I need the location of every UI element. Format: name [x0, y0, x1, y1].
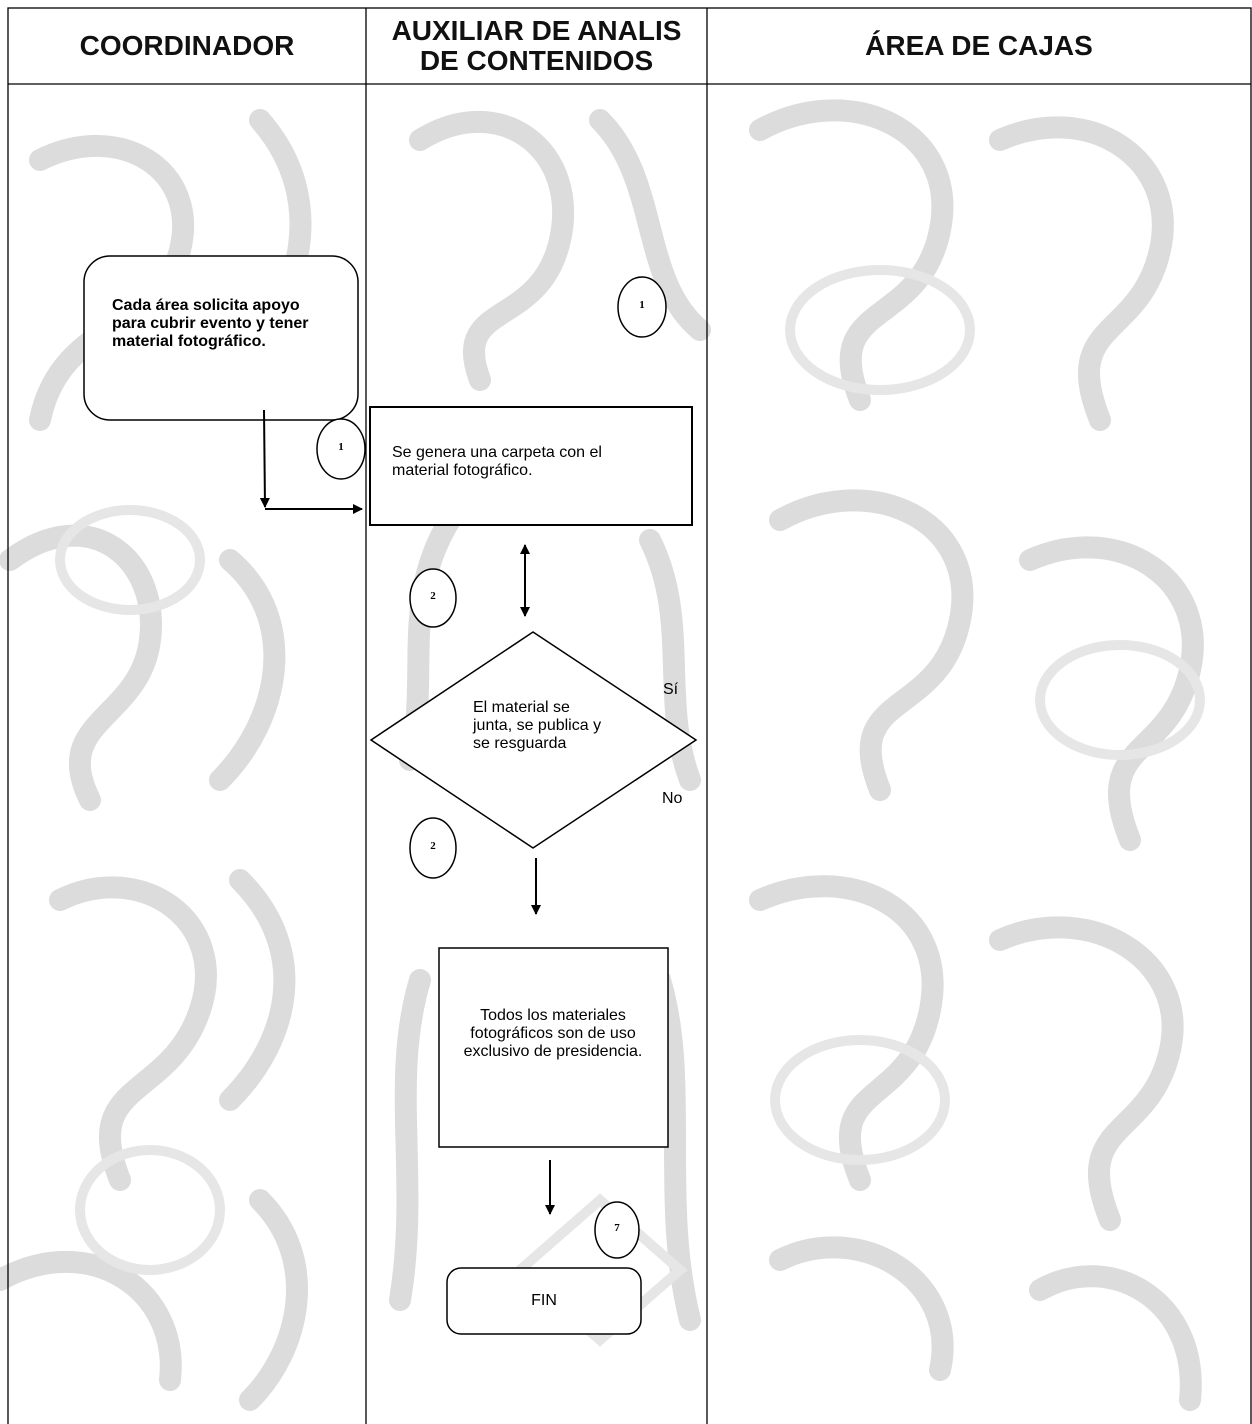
process1-shape	[369, 406, 693, 526]
lane-title-auxiliar-line1: AUXILIAR DE ANALIS	[391, 15, 682, 46]
connector-7-label: 7	[614, 1222, 620, 1234]
connector-2-upper-label: 2	[430, 590, 436, 602]
lane-grid	[7, 7, 1252, 1424]
end-node-text: FIN	[531, 1292, 557, 1309]
decision-no-label: No	[662, 790, 683, 807]
start-node-shape	[83, 255, 359, 421]
decision-yes-label: Sí	[663, 681, 679, 698]
lane-title-auxiliar-line2: DE CONTENIDOS	[419, 45, 654, 76]
lane-title-cajas: ÁREA DE CAJAS	[865, 30, 1093, 61]
process1-text: Se genera una carpeta con el material fo…	[392, 444, 602, 479]
lane-header-auxiliar: AUXILIAR DE ANALIS DE CONTENIDOS	[366, 8, 707, 84]
process2-text: Todos los materiales fotográficos son de…	[463, 1007, 643, 1060]
process2-shape	[438, 947, 669, 1148]
decision-shape	[369, 631, 698, 849]
connector-2-lower-label: 2	[430, 840, 436, 852]
connector-circles	[316, 276, 667, 1259]
lane-header-coordinador: COORDINADOR	[8, 8, 366, 84]
lane-title-coordinador: COORDINADOR	[79, 30, 295, 61]
lane-header-cajas: ÁREA DE CAJAS	[707, 8, 1251, 84]
end-node-shape	[446, 1267, 642, 1335]
decision-text: El material se junta, se publica y se re…	[473, 699, 602, 752]
connector-1-left-label: 1	[338, 441, 344, 453]
connector-1-top-label: 1	[639, 299, 645, 311]
flow-arrows	[259, 409, 555, 1215]
start-node-text: Cada área solicita apoyo para cubrir eve…	[112, 297, 309, 350]
